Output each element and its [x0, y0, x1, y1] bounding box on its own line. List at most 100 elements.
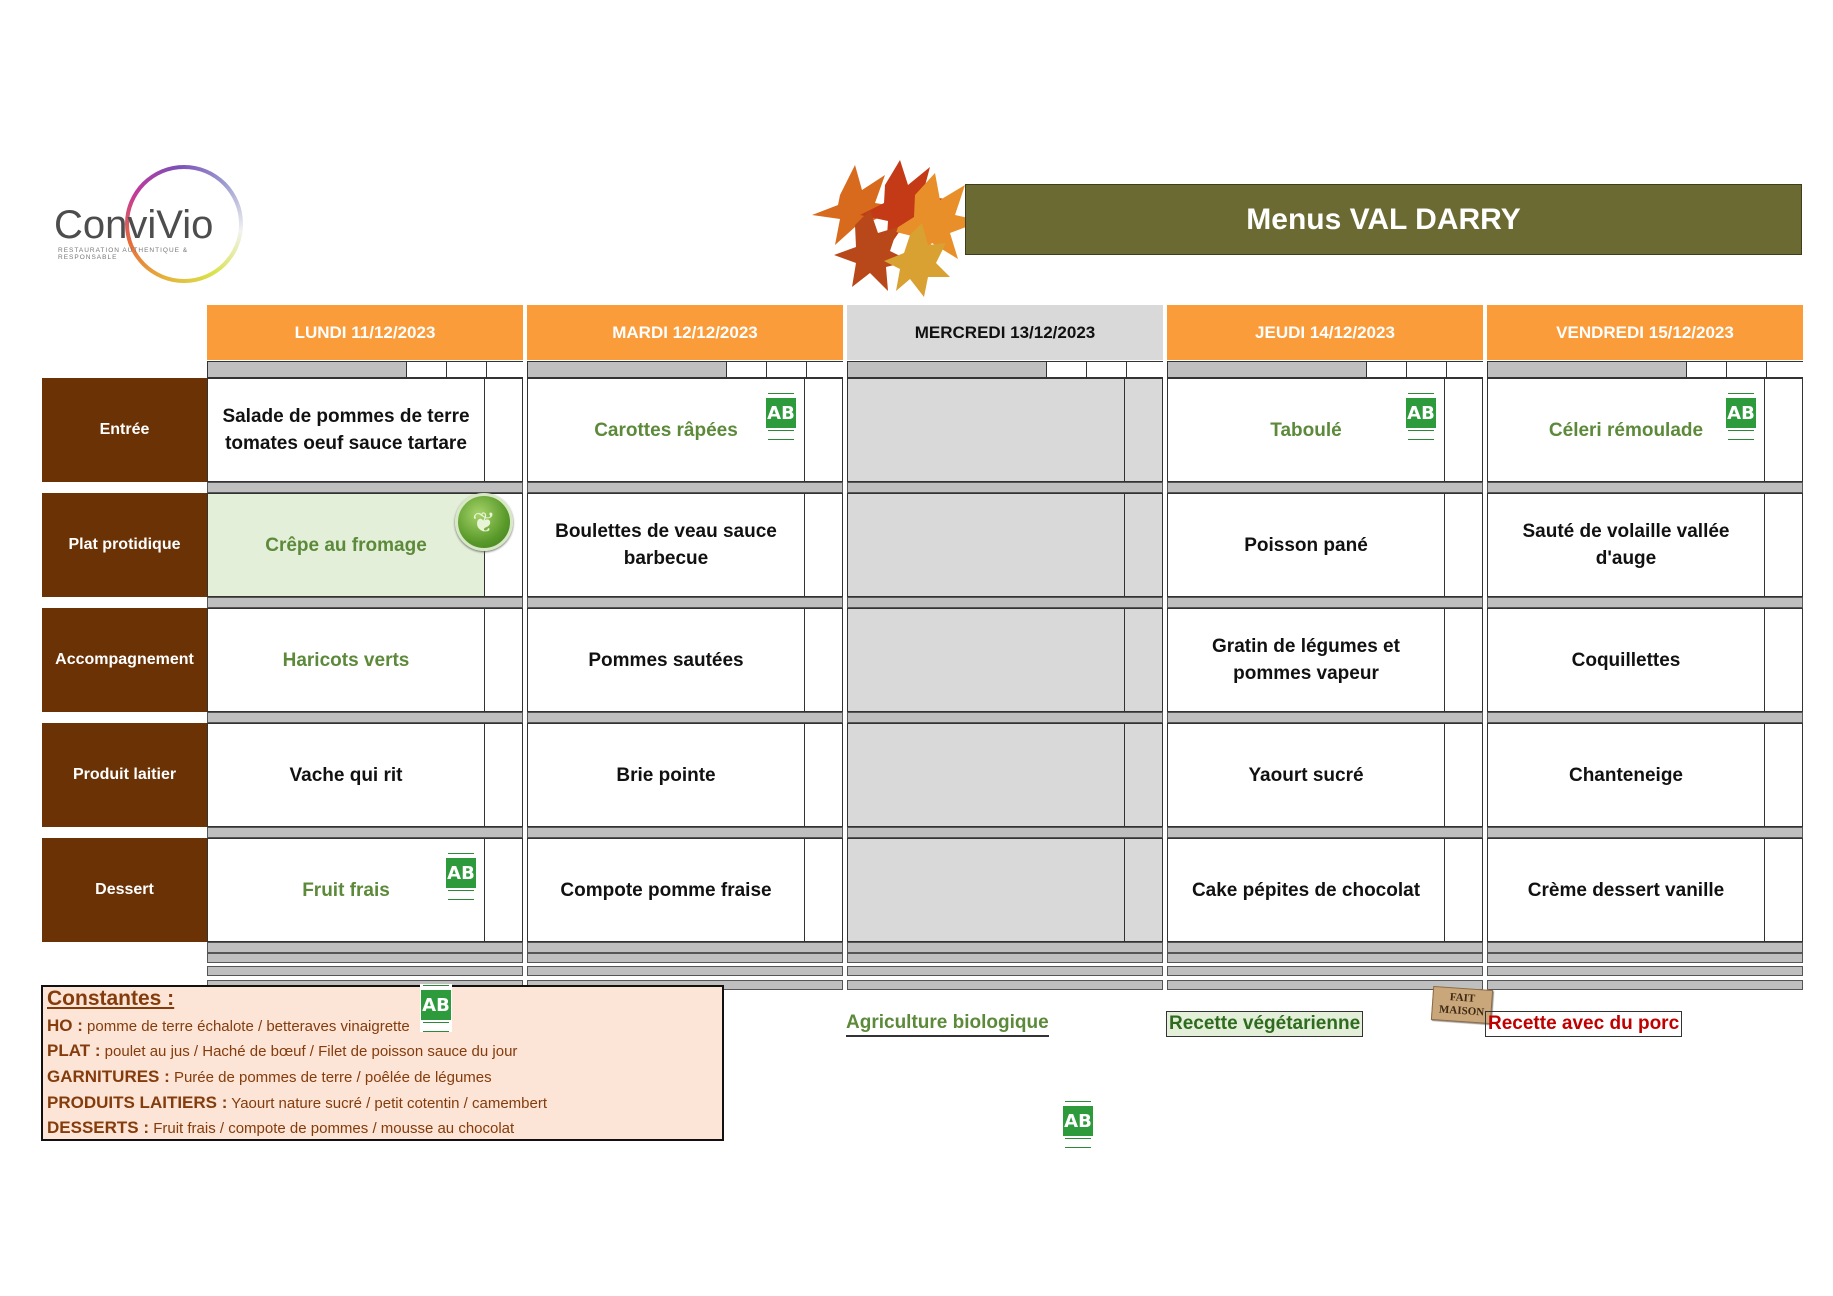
row-separator: [527, 827, 843, 838]
menu-cell: [847, 378, 1163, 482]
dish-name: Haricots verts: [282, 649, 410, 671]
organic-ab-icon: AB: [445, 852, 477, 900]
constante-key: PLAT :: [47, 1041, 101, 1060]
footer-strip: [1487, 953, 1803, 963]
day-strip: [847, 361, 1164, 378]
ab-label: AB: [446, 858, 476, 888]
row-separator: [847, 482, 1163, 493]
row-separator: [527, 942, 843, 953]
dish-name: Salade de pommes de terre tomates oeuf s…: [222, 406, 470, 454]
vegetarian-leaf-icon: ❦: [455, 493, 513, 551]
constante-key: PRODUITS LAITIERS :: [47, 1093, 228, 1112]
footer-strip: [207, 966, 523, 976]
footer-strip: [847, 953, 1163, 963]
fait-maison-badge: FAIT MAISON: [1430, 985, 1494, 1025]
legend-veg: Recette végétarienne: [1166, 1011, 1364, 1037]
menu-cell: [847, 493, 1163, 597]
row-label: Accompagnement: [42, 608, 207, 712]
dish-name: Céleri rémoulade: [1548, 419, 1704, 441]
menu-cell: Coquillettes: [1487, 608, 1803, 712]
menu-cell: Haricots verts: [207, 608, 523, 712]
ab-label: AB: [766, 398, 796, 428]
dish-name: Taboulé: [1270, 419, 1342, 441]
constante-key: DESSERTS :: [47, 1118, 150, 1137]
dish-name: Crème dessert vanille: [1527, 879, 1725, 901]
dish-name: Chanteneige: [1568, 764, 1684, 786]
row-separator: [1487, 482, 1803, 493]
dish-name: Brie pointe: [616, 764, 716, 786]
dish-name: Coquillettes: [1571, 649, 1681, 671]
row-label: Entrée: [42, 378, 207, 482]
footer-strip: [847, 966, 1163, 976]
menu-cell: [847, 608, 1163, 712]
constante-value: Yaourt nature sucré / petit cotentin / c…: [227, 1095, 548, 1112]
row-separator: [1167, 827, 1483, 838]
dish-name: [848, 609, 1124, 711]
ab-label: AB: [421, 990, 451, 1020]
row-separator: [207, 827, 523, 838]
dish-name: Cake pépites de chocolat: [1191, 879, 1421, 901]
row-separator: [1487, 712, 1803, 723]
menu-cell: Crêpe au fromage: [207, 493, 523, 597]
constante-value: pomme de terre échalote / betteraves vin…: [82, 1018, 410, 1035]
day-header: LUNDI 11/12/2023: [207, 305, 523, 360]
menu-cell: [847, 838, 1163, 942]
constante-value: poulet au jus / Haché de bœuf / Filet de…: [100, 1043, 518, 1060]
logo-tagline: RESTAURATION AUTHENTIQUE & RESPONSABLE: [58, 247, 189, 261]
menu-cell: Pommes sautées: [527, 608, 843, 712]
row-separator: [527, 482, 843, 493]
footer-strip: [1487, 980, 1803, 990]
day-strip: [1487, 361, 1804, 378]
ab-label: AB: [1726, 398, 1756, 428]
organic-ab-icon: AB: [1725, 392, 1757, 440]
row-separator: [527, 597, 843, 608]
constante-key: GARNITURES :: [47, 1067, 170, 1086]
day-strip: [207, 361, 524, 378]
menu-cell: Cake pépites de chocolat: [1167, 838, 1483, 942]
footer-strip: [1167, 966, 1483, 976]
row-separator: [847, 597, 1163, 608]
footer-strip: [527, 953, 843, 963]
day-header: JEUDI 14/12/2023: [1167, 305, 1483, 360]
page-title: Menus VAL DARRY: [965, 184, 1802, 255]
dish-name: Yaourt sucré: [1248, 764, 1364, 786]
constante-line: GARNITURES : Purée de pommes de terre / …: [47, 1067, 717, 1087]
row-separator: [1167, 712, 1483, 723]
row-label: Plat protidique: [42, 493, 207, 597]
constante-line: HO : pomme de terre échalote / betterave…: [47, 1016, 717, 1036]
logo-name: ConviVio: [54, 203, 214, 247]
menu-cell: Chanteneige: [1487, 723, 1803, 827]
row-separator: [1487, 597, 1803, 608]
dish-name: Sauté de volaille vallée d'auge: [1522, 521, 1730, 569]
menu-cell: Compote pomme fraise: [527, 838, 843, 942]
day-header: MERCREDI 13/12/2023: [847, 305, 1163, 360]
menu-cell: [847, 723, 1163, 827]
dish-name: [848, 379, 1124, 481]
fait-maison-text: FAIT MAISON: [1438, 991, 1485, 1019]
dish-name: Fruit frais: [302, 879, 390, 901]
row-separator: [207, 482, 523, 493]
autumn-leaves-icon: [812, 160, 982, 297]
row-separator: [207, 942, 523, 953]
menu-cell: Crème dessert vanille: [1487, 838, 1803, 942]
dish-name: [848, 494, 1124, 596]
row-separator: [847, 942, 1163, 953]
constante-line: PRODUITS LAITIERS : Yaourt nature sucré …: [47, 1093, 717, 1113]
legend-porc: Recette avec du porc: [1485, 1011, 1683, 1037]
dish-name: Pommes sautées: [588, 649, 744, 671]
footer-strip: [1167, 953, 1483, 963]
day-strip: [1167, 361, 1484, 378]
constante-line: DESSERTS : Fruit frais / compote de pomm…: [47, 1118, 717, 1138]
row-separator: [527, 712, 843, 723]
footer-strip: [1167, 980, 1483, 990]
row-separator: [1487, 942, 1803, 953]
row-label: Produit laitier: [42, 723, 207, 827]
footer-strip: [847, 980, 1163, 990]
menu-cell: Yaourt sucré: [1167, 723, 1483, 827]
row-separator: [1167, 482, 1483, 493]
organic-ab-icon: AB: [420, 984, 452, 1032]
convivio-logo: ConviVio RESTAURATION AUTHENTIQUE & RESP…: [50, 165, 250, 295]
menu-cell: Gratin de légumes et pommes vapeur: [1167, 608, 1483, 712]
logo-ring-icon: [125, 165, 243, 283]
row-separator: [847, 712, 1163, 723]
